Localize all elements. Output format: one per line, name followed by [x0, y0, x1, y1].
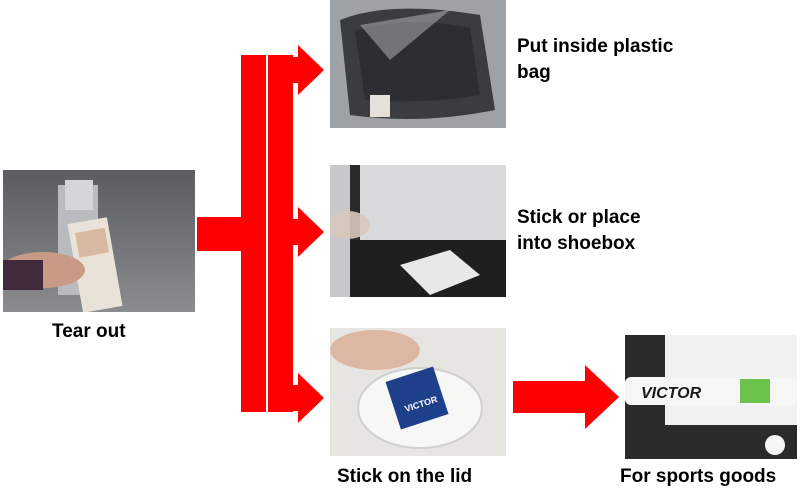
- lid-photo: VICTOR: [330, 328, 506, 456]
- plastic-bag-label-line-1: Put inside plastic: [517, 36, 674, 57]
- spine-bar-left: [241, 55, 266, 412]
- arrow-to-plastic-bag: [293, 45, 324, 95]
- spine-bar-right: [268, 55, 293, 412]
- tear-out-photo: [3, 170, 195, 312]
- arrow-to-lid: [293, 373, 324, 423]
- arrow-to-sports-goods: [513, 365, 619, 429]
- sports-goods-photo: VICTOR: [625, 335, 797, 459]
- tear-out-label: Tear out: [52, 321, 126, 342]
- shoebox-label-line-1: Stick or place: [517, 207, 641, 228]
- victor-brand-text: VICTOR: [641, 385, 702, 402]
- shoebox-label-line-2: into shoebox: [517, 233, 636, 254]
- plastic-bag-photo: [330, 0, 506, 128]
- trunk-arrow-bar: [197, 217, 243, 251]
- plastic-bag-label-line-2: bag: [517, 62, 551, 83]
- arrow-to-shoebox: [293, 207, 324, 257]
- lid-label: Stick on the lid: [337, 466, 473, 487]
- sports-goods-label: For sports goods: [620, 466, 777, 487]
- shoebox-photo: [330, 165, 506, 297]
